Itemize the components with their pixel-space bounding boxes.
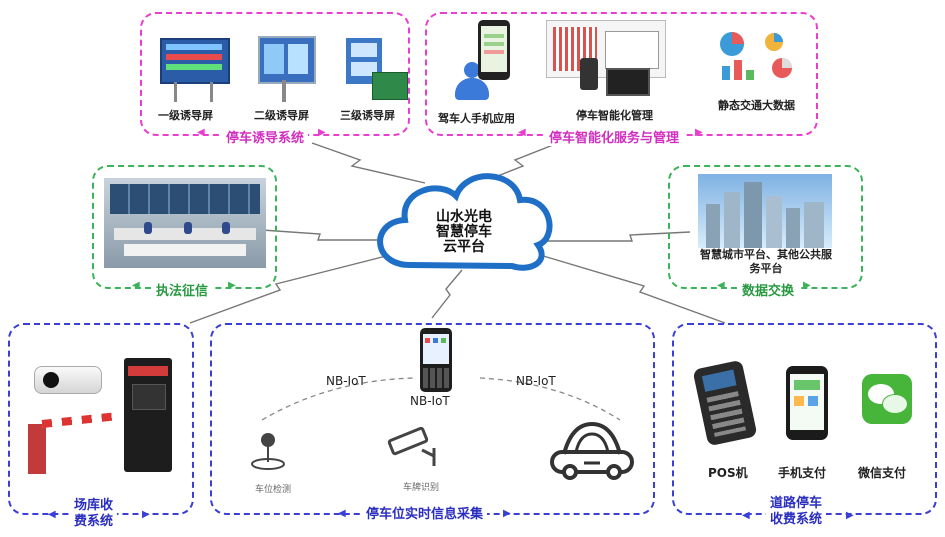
garage-title-line-1: 场库收 [74,498,114,513]
service-title: 停车智能化服务与管理 [545,127,684,146]
arrow-right-icon: ▶ [142,509,150,520]
road-item-2: 手机支付 [778,466,827,480]
level3-board-image [372,72,408,100]
camera-label: 车牌识别 [403,483,440,493]
map-pin-icon [248,430,288,472]
guidance-title: 停车诱导系统 [222,127,309,146]
arrow-left-icon: ◀ [717,280,725,291]
arrow-right-icon: ▶ [846,510,854,521]
city-skyline-image [698,174,832,248]
arrow-right-icon: ▶ [695,127,703,138]
nbiot-left-label: NB-IoT [326,374,366,388]
garage-title: 场库收 费系统 [70,498,118,530]
cloud-line-1: 山水光电 [436,209,492,225]
nbiot-handheld-image [420,328,452,392]
wechat-pay-icon [862,374,912,424]
nb-arc-left [261,377,416,421]
service-item-2: 停车智能化管理 [576,109,653,122]
barrier-gate-image [28,412,115,474]
arrow-left-icon: ◀ [742,510,750,521]
arrow-right-icon: ▶ [503,508,511,519]
control-room-image [104,178,266,268]
link-guidance [311,142,426,184]
level2-screen-image [258,36,316,84]
arrow-right-icon: ▶ [803,280,811,291]
arrow-left-icon: ◀ [197,127,205,138]
bigdata-charts-image [712,26,802,86]
mobile-pay-phone-image [786,366,828,440]
road-item-3: 微信支付 [858,466,907,480]
lpr-camera-image [34,366,102,394]
cloud-line-2: 智慧停车 [436,224,492,240]
guidance-item-3: 三级诱导屏 [340,109,395,122]
link-garage [189,254,391,324]
enforcement-title: 执法征信 [152,280,213,299]
management-phone-image [580,58,598,90]
exchange-title: 数据交换 [738,280,799,299]
realtime-title: 停车位实时信息采集 [362,507,488,523]
exchange-caption: 智慧城市平台、其他公共服务平台 [700,248,832,275]
road-title: 道路停车 收费系统 [766,496,827,528]
guidance-item-1: 一级诱导屏 [158,109,213,122]
link-road [539,254,726,324]
service-item-3: 静态交通大数据 [718,99,795,112]
link-exchange [538,231,691,242]
arrow-right-icon: ▶ [228,280,236,291]
service-item-1: 驾车人手机应用 [438,112,515,125]
arrow-right-icon: ▶ [318,127,326,138]
arrow-left-icon: ◀ [48,509,56,520]
sensor-label: 车位检测 [255,485,292,495]
guidance-item-2: 二级诱导屏 [254,109,309,122]
road-item-1: POS机 [708,466,748,480]
link-service [479,142,559,184]
link-enforcement [261,229,395,241]
cloud-platform [377,173,553,271]
road-title-line-1: 道路停车 [770,496,823,511]
arrow-left-icon: ◀ [338,508,346,519]
arrow-left-icon: ◀ [518,127,526,138]
arrow-left-icon: ◀ [132,280,140,291]
parking-terminal-image [124,358,172,472]
nbiot-center-label: NB-IoT [410,394,450,408]
car-icon [548,418,636,484]
nb-arc-right [479,377,621,421]
road-title-line-2: 收费系统 [770,512,823,527]
driver-avatar-icon [455,62,489,100]
phone-app-image [478,20,510,80]
garage-title-line-2: 费系统 [74,514,114,529]
cloud-line-3: 云平台 [443,239,485,255]
nbiot-right-label: NB-IoT [516,374,556,388]
level1-screen-image [160,38,230,84]
cctv-camera-icon [386,424,442,470]
cloud-label: 山水光电 智慧停车 云平台 [418,210,510,255]
link-realtime [431,269,463,319]
management-monitor-image [606,68,650,96]
